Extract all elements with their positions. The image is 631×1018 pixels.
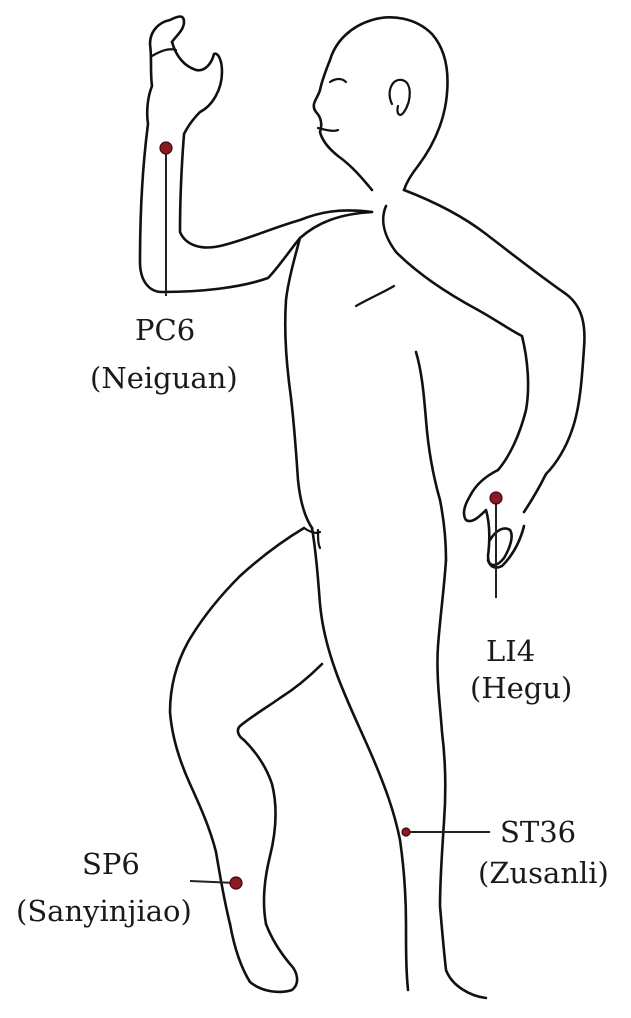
ear-outline (390, 80, 410, 115)
li4-code: LI4 (486, 634, 535, 668)
inner-arm (383, 206, 528, 470)
pc6-code: PC6 (135, 313, 195, 347)
sp6-code: SP6 (82, 847, 140, 881)
acupoint-sp6: SP6 (Sanyinjiao) (16, 847, 242, 928)
head-outline (314, 17, 448, 190)
st36-marker (402, 828, 410, 836)
sp6-name: (Sanyinjiao) (16, 894, 192, 928)
rear-leg-front (312, 528, 408, 990)
li4-marker (490, 492, 502, 504)
acupoint-st36: ST36 (Zusanli) (402, 815, 609, 890)
sp6-leader (190, 881, 236, 883)
pc6-marker (160, 142, 172, 154)
front-leg-inner (238, 664, 322, 924)
waist-crease (304, 528, 320, 548)
front-foot (230, 924, 297, 992)
front-leg-outer (170, 528, 304, 924)
hip-back (416, 352, 446, 560)
rear-leg-back (437, 560, 486, 998)
body-outline (140, 17, 584, 999)
li4-name: (Hegu) (470, 671, 572, 705)
pc6-name: (Neiguan) (90, 361, 238, 395)
chest-detail (356, 286, 394, 306)
sp6-marker (230, 877, 242, 889)
raised-hand-finger (152, 49, 176, 56)
eye-detail (330, 79, 346, 82)
torso-front (285, 238, 312, 528)
acupoint-pc6: PC6 (Neiguan) (90, 142, 238, 395)
st36-code: ST36 (500, 815, 576, 849)
acupoint-li4: LI4 (Hegu) (470, 492, 572, 705)
st36-name: (Zusanli) (478, 856, 609, 890)
hanging-hand (464, 470, 524, 568)
